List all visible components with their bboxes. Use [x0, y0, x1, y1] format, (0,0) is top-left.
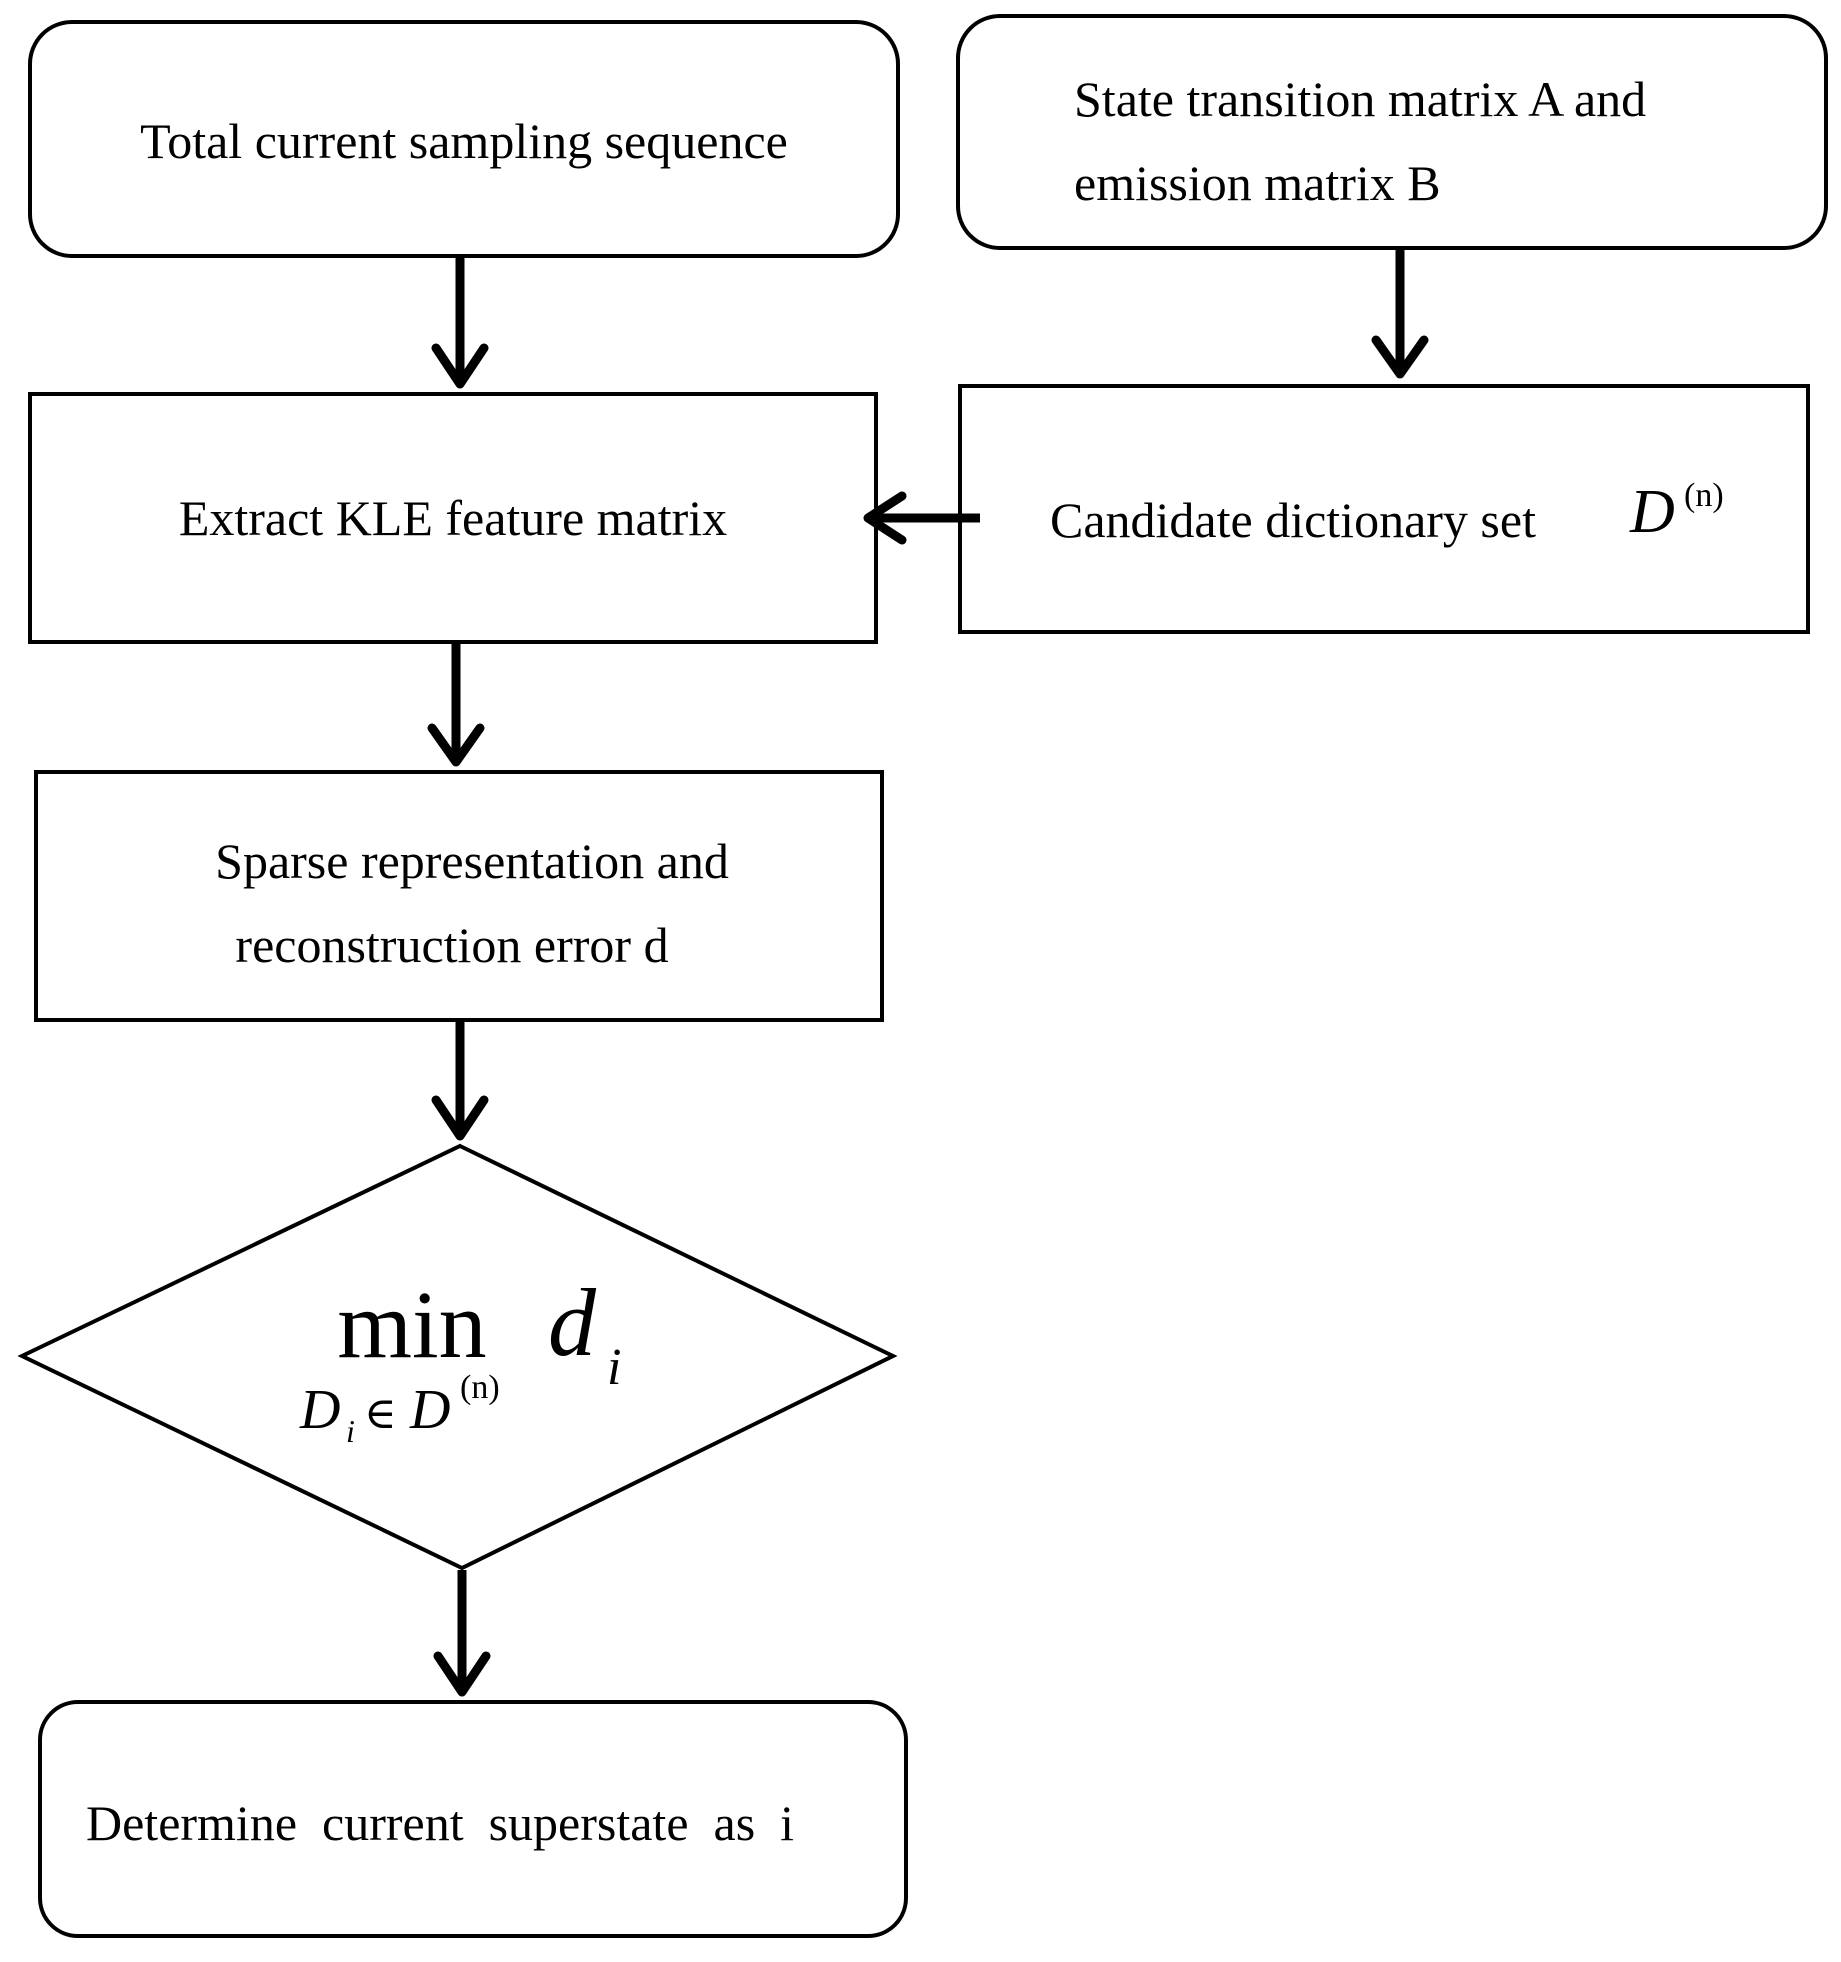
node-extract-kle-label: Extract KLE feature matrix: [179, 490, 727, 546]
decision-constraint-set: D: [409, 1379, 450, 1441]
decision-operator: min: [337, 1271, 486, 1378]
node-candidate-dictionary: Candidate dictionary set D (n): [958, 384, 1810, 634]
node-decision: min d i D i ∈ D (n): [17, 1143, 898, 1571]
node-extract-kle: Extract KLE feature matrix: [28, 392, 878, 644]
edge-decision-to-determine: [433, 1570, 491, 1697]
node-sparse-representation: Sparse representation and reconstruction…: [34, 770, 884, 1022]
edge-candidate-to-extract: [863, 491, 980, 545]
node-sparse-representation-line2: reconstruction error d: [235, 917, 668, 973]
node-determine-superstate: Determine current superstate as i: [38, 1700, 908, 1938]
node-sampling-sequence: Total current sampling sequence: [28, 20, 900, 258]
node-matrices-line1: State transition matrix A and: [1074, 71, 1646, 127]
decision-variable-subscript: i: [607, 1339, 621, 1396]
decision-constraint-sub: i: [346, 1413, 355, 1449]
candidate-dictionary-superscript: (n): [1684, 477, 1724, 514]
edge-extract-to-sparse: [427, 644, 485, 767]
candidate-dictionary-symbol: D: [1629, 478, 1675, 546]
node-sampling-sequence-label: Total current sampling sequence: [140, 113, 788, 169]
node-matrices: State transition matrix A and emission m…: [956, 14, 1828, 250]
decision-constraint-rel: ∈: [364, 1389, 397, 1438]
node-determine-superstate-label: Determine current superstate as i: [86, 1795, 794, 1851]
decision-variable: d: [548, 1269, 597, 1376]
edge-matrices-to-candidate: [1371, 250, 1429, 379]
node-sparse-representation-line1: Sparse representation and: [215, 833, 729, 889]
decision-constraint-var: D: [299, 1379, 340, 1441]
edge-sampling-to-extract: [431, 258, 489, 389]
decision-constraint-sup: (n): [460, 1369, 500, 1406]
node-candidate-dictionary-label: Candidate dictionary set: [1050, 492, 1536, 548]
edge-sparse-to-decision: [431, 1022, 489, 1141]
node-matrices-line2: emission matrix B: [1074, 155, 1441, 211]
